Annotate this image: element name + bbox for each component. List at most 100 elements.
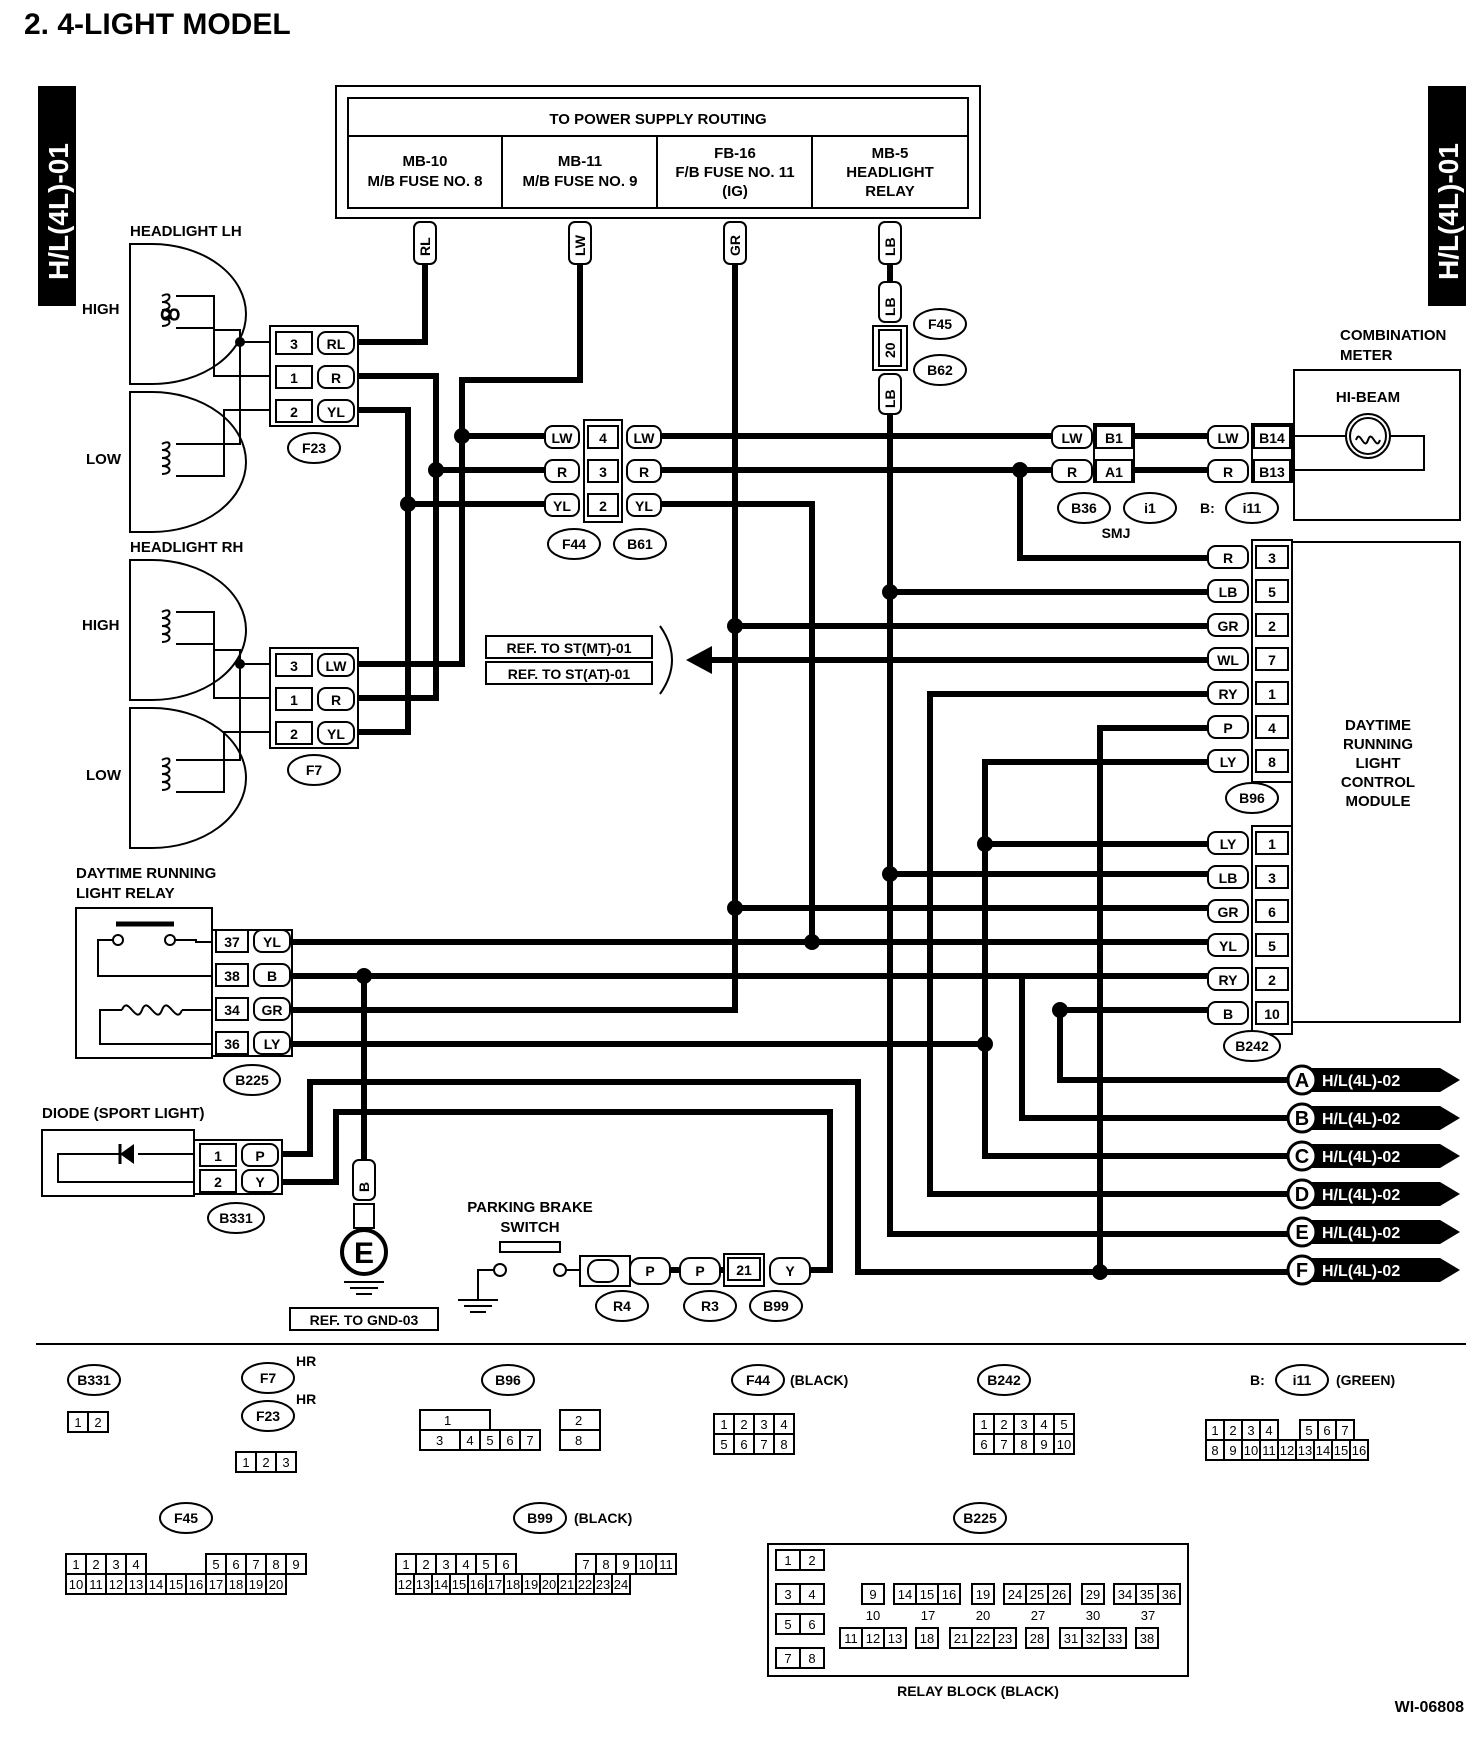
svg-text:2: 2: [740, 1417, 747, 1432]
svg-text:1: 1: [444, 1413, 451, 1428]
svg-text:5: 5: [486, 1433, 493, 1448]
svg-text:13: 13: [1298, 1443, 1312, 1458]
svg-text:1: 1: [720, 1417, 727, 1432]
svg-text:F23: F23: [302, 440, 326, 456]
svg-text:5: 5: [1268, 938, 1276, 954]
left-section-tab[interactable]: H/L(4L)-01: [38, 86, 76, 306]
connector-f23[interactable]: 3 RL 1 R 2 YL F23: [269, 325, 359, 464]
svg-text:26: 26: [1052, 1587, 1066, 1602]
svg-text:21: 21: [736, 1262, 752, 1278]
svg-text:LB: LB: [1219, 584, 1238, 600]
svg-text:HIGH: HIGH: [82, 617, 120, 634]
svg-text:WL: WL: [1217, 652, 1239, 668]
connector-f7[interactable]: 3 LW 1 R 2 YL F7: [269, 647, 359, 786]
connector-f45-b62[interactable]: LB 20 LB F45 B62: [872, 281, 967, 415]
svg-text:14: 14: [1316, 1443, 1330, 1458]
svg-text:M/B FUSE NO. 8: M/B FUSE NO. 8: [367, 173, 482, 190]
svg-text:9: 9: [292, 1557, 299, 1572]
svg-text:7: 7: [1000, 1437, 1007, 1452]
power-supply-box: TO POWER SUPPLY ROUTING MB-10 M/B FUSE N…: [335, 85, 981, 219]
svg-text:7: 7: [760, 1437, 767, 1452]
svg-text:2: 2: [599, 498, 607, 514]
svg-text:LW: LW: [1062, 430, 1084, 446]
svg-text:2: 2: [1268, 618, 1276, 634]
svg-text:15: 15: [452, 1577, 466, 1592]
svg-text:(IG): (IG): [722, 183, 748, 200]
ground-e[interactable]: B E REF. TO GND-03: [289, 1159, 439, 1331]
svg-text:(BLACK): (BLACK): [790, 1372, 848, 1388]
headlight-rh[interactable]: HEADLIGHT RH HIGH LOW: [82, 539, 274, 849]
svg-text:F23: F23: [256, 1408, 280, 1424]
svg-text:HEADLIGHT: HEADLIGHT: [846, 164, 934, 181]
svg-text:i11: i11: [1243, 500, 1262, 516]
parking-brake-switch[interactable]: PARKING BRAKE SWITCH P P 21 Y R4 R3 B99: [458, 1199, 811, 1322]
svg-text:B: B: [356, 1182, 372, 1192]
svg-text:HIGH: HIGH: [82, 301, 120, 318]
ref-to-starting-system[interactable]: REF. TO ST(MT)-01 REF. TO ST(AT)-01: [485, 625, 712, 695]
svg-text:LY: LY: [264, 1036, 281, 1052]
svg-text:B99: B99: [763, 1298, 789, 1314]
svg-text:2: 2: [1229, 1423, 1236, 1438]
junction-dots: [356, 428, 1108, 1280]
connector-f44-b61[interactable]: LW 4 LW R 3 R YL 2 YL F44 B61: [544, 419, 667, 560]
svg-text:15: 15: [169, 1577, 183, 1592]
svg-text:LW: LW: [1218, 430, 1240, 446]
svg-text:(GREEN): (GREEN): [1336, 1372, 1395, 1388]
svg-text:20: 20: [542, 1577, 556, 1592]
svg-text:B: B: [1223, 1006, 1233, 1022]
svg-text:TO POWER SUPPLY ROUTING: TO POWER SUPPLY ROUTING: [549, 111, 766, 128]
svg-text:19: 19: [524, 1577, 538, 1592]
svg-text:R: R: [639, 464, 649, 480]
svg-text:6: 6: [502, 1557, 509, 1572]
svg-text:4: 4: [599, 430, 607, 446]
svg-text:16: 16: [942, 1587, 956, 1602]
svg-text:22: 22: [976, 1631, 990, 1646]
svg-text:E: E: [1295, 1222, 1308, 1244]
right-section-tab[interactable]: H/L(4L)-01: [1428, 86, 1466, 306]
svg-text:FB-16: FB-16: [714, 145, 756, 162]
svg-text:R: R: [1067, 464, 1077, 480]
diode-sport-light[interactable]: DIODE (SPORT LIGHT) 1 P 2 Y B331: [41, 1105, 283, 1234]
svg-text:CONTROL: CONTROL: [1341, 774, 1415, 791]
svg-text:i11: i11: [1293, 1372, 1312, 1388]
page-title: 2. 4-LIGHT MODEL: [24, 8, 291, 41]
svg-text:13: 13: [416, 1577, 430, 1592]
legend-f7: [241, 1362, 295, 1394]
headlight-lh[interactable]: HEADLIGHT LH HIGH LOW ꝏ: [82, 223, 274, 533]
svg-text:1: 1: [1268, 686, 1276, 702]
svg-text:A: A: [1295, 1070, 1309, 1092]
svg-text:HEADLIGHT RH: HEADLIGHT RH: [130, 539, 243, 556]
combination-meter[interactable]: COMBINATION METER HI-BEAM LW B14 R B13 L…: [1051, 327, 1461, 541]
svg-text:SWITCH: SWITCH: [500, 1219, 559, 1236]
svg-text:2: 2: [92, 1557, 99, 1572]
svg-text:17: 17: [921, 1608, 935, 1623]
svg-text:LY: LY: [1220, 836, 1237, 852]
svg-text:B: B: [1295, 1108, 1309, 1130]
svg-text:P: P: [1223, 720, 1232, 736]
